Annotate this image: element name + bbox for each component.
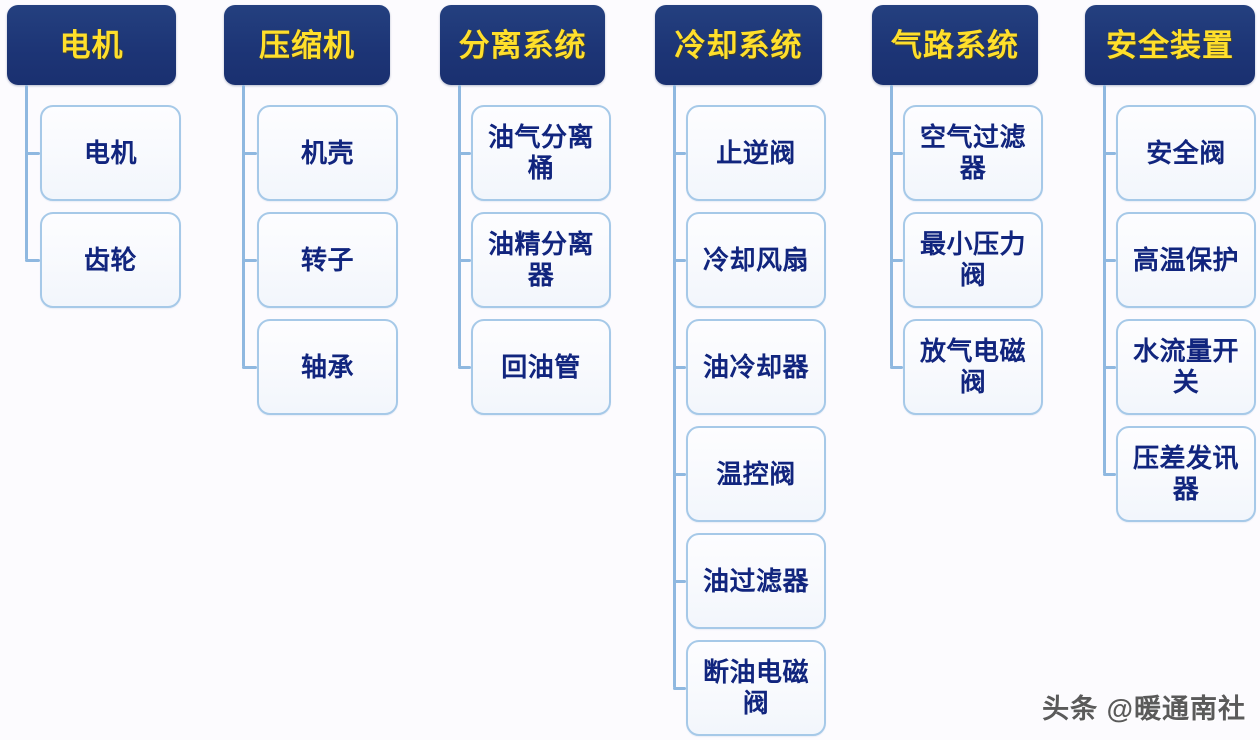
connector-trunk [673, 85, 676, 688]
connector-stub [1103, 259, 1116, 262]
column-header-cooling[interactable]: 冷却系统 [655, 5, 822, 85]
connector-stub [458, 259, 471, 262]
connector-stub [1103, 152, 1116, 155]
connector-stub [242, 152, 257, 155]
connector-stub [1103, 473, 1116, 476]
node-motor-0[interactable]: 电机 [40, 105, 181, 201]
node-label: 油精分离器 [487, 229, 594, 290]
connector-stub [673, 473, 686, 476]
connector-stub [673, 687, 686, 690]
node-cooling-3[interactable]: 温控阀 [686, 426, 826, 522]
column-header-air-circuit[interactable]: 气路系统 [872, 5, 1038, 85]
column-header-safety[interactable]: 安全装置 [1085, 5, 1255, 85]
node-label: 最小压力阀 [919, 229, 1026, 290]
node-cooling-4[interactable]: 油过滤器 [686, 533, 826, 629]
connector-stub [673, 366, 686, 369]
node-label: 齿轮 [83, 244, 137, 275]
node-label: 冷却风扇 [702, 244, 809, 275]
connector-stub [673, 580, 686, 583]
column-header-label: 分离系统 [458, 27, 587, 63]
node-label: 放气电磁阀 [919, 336, 1026, 397]
node-label: 机壳 [300, 137, 354, 168]
node-safety-1[interactable]: 高温保护 [1116, 212, 1256, 308]
column-header-label: 安全装置 [1106, 27, 1234, 63]
node-label: 油气分离桶 [487, 122, 594, 183]
node-air-circuit-0[interactable]: 空气过滤器 [903, 105, 1043, 201]
node-label: 转子 [300, 244, 354, 275]
column-header-separation[interactable]: 分离系统 [440, 5, 605, 85]
connector-stub [242, 366, 257, 369]
node-air-circuit-1[interactable]: 最小压力阀 [903, 212, 1043, 308]
connector-trunk [458, 85, 461, 367]
node-cooling-1[interactable]: 冷却风扇 [686, 212, 826, 308]
node-label: 高温保护 [1132, 244, 1239, 275]
connector-stub [1103, 366, 1116, 369]
node-label: 电机 [83, 137, 137, 168]
column-header-motor[interactable]: 电机 [7, 5, 176, 85]
connector-stub [25, 259, 40, 262]
node-separation-0[interactable]: 油气分离桶 [471, 105, 611, 201]
connector-stub [890, 259, 903, 262]
connector-stub [673, 152, 686, 155]
node-label: 断油电磁阀 [702, 657, 809, 718]
node-label: 安全阀 [1146, 137, 1226, 168]
node-motor-1[interactable]: 齿轮 [40, 212, 181, 308]
node-safety-0[interactable]: 安全阀 [1116, 105, 1256, 201]
column-header-label: 气路系统 [891, 27, 1019, 63]
connector-stub [673, 259, 686, 262]
connector-stub [890, 152, 903, 155]
node-compressor-1[interactable]: 转子 [257, 212, 398, 308]
connector-stub [458, 366, 471, 369]
node-label: 压差发讯器 [1132, 443, 1239, 504]
connector-stub [458, 152, 471, 155]
node-safety-3[interactable]: 压差发讯器 [1116, 426, 1256, 522]
column-header-label: 电机 [59, 27, 124, 63]
connector-trunk [890, 85, 893, 367]
node-safety-2[interactable]: 水流量开关 [1116, 319, 1256, 415]
node-compressor-2[interactable]: 轴承 [257, 319, 398, 415]
node-label: 空气过滤器 [919, 122, 1026, 183]
node-label: 回油管 [501, 351, 581, 382]
node-separation-2[interactable]: 回油管 [471, 319, 611, 415]
column-header-compressor[interactable]: 压缩机 [224, 5, 390, 85]
node-cooling-2[interactable]: 油冷却器 [686, 319, 826, 415]
node-label: 轴承 [300, 351, 354, 382]
node-compressor-0[interactable]: 机壳 [257, 105, 398, 201]
connector-trunk [1103, 85, 1106, 474]
column-header-label: 冷却系统 [674, 27, 803, 63]
node-label: 止逆阀 [716, 137, 796, 168]
node-label: 水流量开关 [1132, 336, 1239, 397]
connector-stub [242, 259, 257, 262]
node-cooling-0[interactable]: 止逆阀 [686, 105, 826, 201]
node-label: 油过滤器 [702, 565, 809, 596]
node-air-circuit-2[interactable]: 放气电磁阀 [903, 319, 1043, 415]
node-label: 温控阀 [716, 458, 796, 489]
watermark-text: 头条 @暖通南社 [1042, 694, 1246, 724]
node-cooling-5[interactable]: 断油电磁阀 [686, 640, 826, 736]
connector-stub [25, 152, 40, 155]
node-separation-1[interactable]: 油精分离器 [471, 212, 611, 308]
connector-stub [890, 366, 903, 369]
column-header-label: 压缩机 [259, 27, 355, 63]
node-label: 油冷却器 [702, 351, 809, 382]
connector-trunk [25, 85, 28, 260]
connector-trunk [242, 85, 245, 367]
